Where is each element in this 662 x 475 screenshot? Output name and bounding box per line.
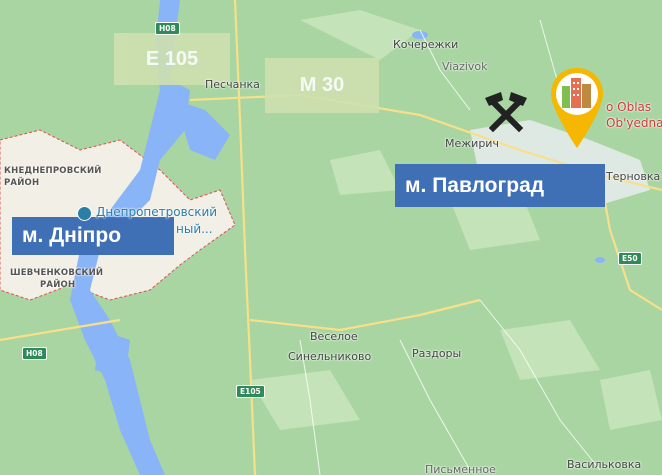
city-pavlohrad-box: м. Павлоград	[395, 164, 605, 207]
route-e105-box: E 105	[114, 33, 230, 85]
shield-e105: E105	[236, 385, 265, 398]
shield-h08: H08	[22, 347, 47, 360]
district-label-1: КНЕДНЕПРОВСКИЙ	[4, 166, 102, 176]
location-marker-icon[interactable]	[548, 66, 606, 150]
district-label-2: ШЕВЧЕНКОВСКИЙ	[10, 268, 104, 278]
shield-h08-top: H08	[155, 22, 180, 35]
museum-poi-icon[interactable]	[77, 206, 92, 221]
mining-hammers-icon	[485, 92, 527, 133]
place-kocherezhki: Кочережки	[393, 38, 459, 51]
place-viazivok: Viazivok	[442, 60, 488, 73]
poi-dnipro-line1: Днепропетровский	[96, 205, 218, 219]
poi-dnipro-line2: ный...	[176, 222, 213, 236]
poi-oblast-line1: o Oblas	[606, 100, 652, 114]
place-vasylkovka: Васильковка	[567, 458, 642, 471]
place-veseloe: Веселое	[310, 330, 358, 343]
district-label-2b: РАЙОН	[40, 280, 76, 290]
city-dnipro-box: м. Дніпро	[12, 217, 174, 255]
district-label-1b: РАЙОН	[4, 178, 40, 188]
place-peschanka: Песчанка	[205, 78, 260, 91]
place-razdory: Раздоры	[412, 347, 462, 360]
poi-oblast-line2: Ob'yednan	[606, 116, 662, 130]
place-synelnykovo: Синельниково	[288, 350, 372, 363]
place-pismennoe: Письменное	[425, 463, 496, 475]
place-ternovka: Терновка	[606, 170, 661, 183]
shield-e50: E50	[618, 252, 642, 265]
place-mezhyrich: Межирич	[445, 137, 499, 150]
route-m30-box: M 30	[265, 58, 379, 113]
